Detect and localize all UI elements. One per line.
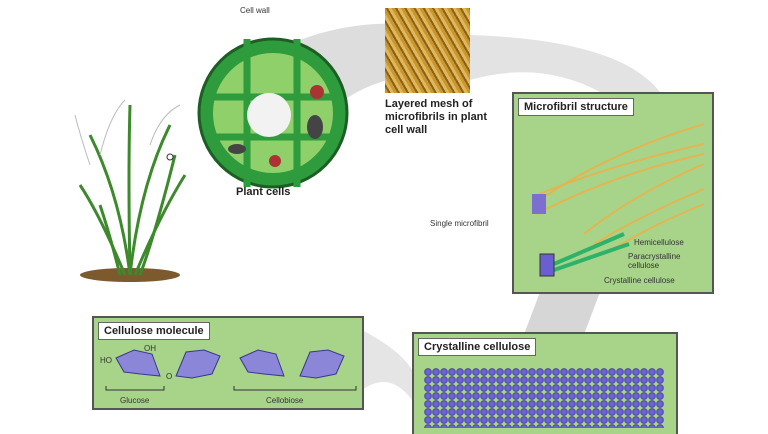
hemicellulose-label: Hemicellulose — [634, 238, 684, 247]
panel-title: Crystalline cellulose — [418, 338, 537, 356]
grass-plant-illustration — [74, 99, 187, 282]
ho-label: HO — [100, 356, 112, 365]
plant-cells-label: Plant cells — [236, 186, 291, 198]
panel-title: Microfibril structure — [518, 98, 634, 116]
cellulose-molecule-panel: Cellulose molecule HO OH O Glucose Cello… — [92, 316, 364, 410]
cell-wall-label: Cell wall — [240, 6, 270, 15]
o-label: O — [166, 372, 173, 381]
oh-label: OH — [144, 344, 156, 353]
plant-cells-illustration — [197, 37, 349, 189]
crystalline-lattice-illustration — [424, 368, 664, 428]
microfibril-illustration — [532, 123, 705, 277]
glucose-label: Glucose — [120, 396, 150, 405]
crystalline-cellulose-label: Crystalline cellulose — [604, 276, 675, 285]
cellobiose-label: Cellobiose — [266, 396, 304, 405]
panel-title: Cellulose molecule — [98, 322, 210, 340]
paracrystalline-label: Paracrystalline cellulose — [628, 252, 681, 270]
layered-mesh-label: Layered mesh of microfibrils in plant ce… — [385, 98, 488, 136]
glucose-rings — [105, 349, 357, 391]
single-microfibril-label: Single microfibril — [430, 219, 489, 228]
microfibril-mesh-image — [385, 8, 470, 93]
crystalline-cellulose-panel: Crystalline cellulose — [412, 332, 678, 434]
microfibril-structure-panel: Microfibril structure — [512, 92, 714, 294]
